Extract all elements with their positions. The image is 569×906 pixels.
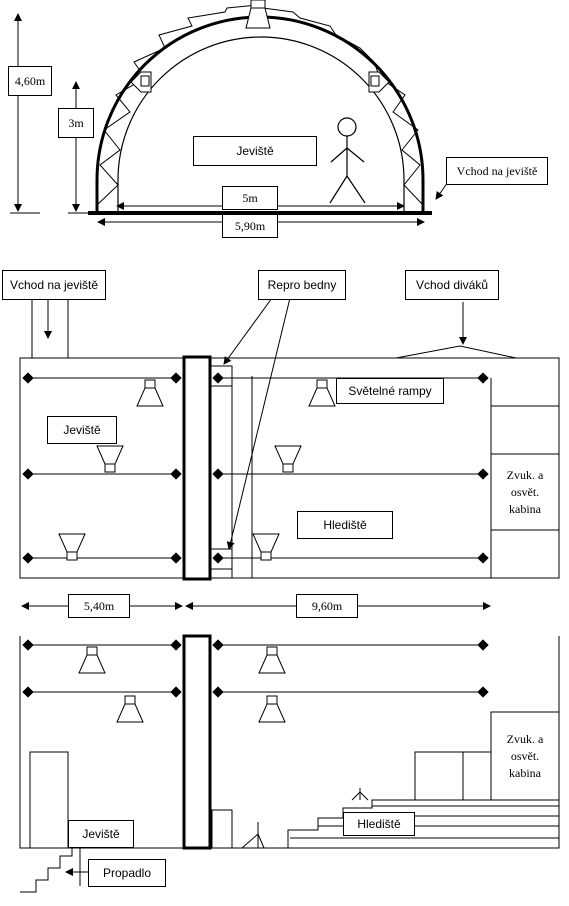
plan-view	[19, 297, 560, 610]
dim-outer-width: 5,90m	[222, 214, 278, 238]
dim-left: 5,40m	[68, 594, 130, 618]
dim-right: 9,60m	[296, 594, 358, 618]
section-trapdoor: Propadlo	[88, 859, 166, 887]
plan-audience-entrance: Vchod diváků	[405, 270, 499, 300]
plan-light-ramps: Světelné rampy	[336, 378, 444, 404]
section-proscenium	[182, 634, 212, 850]
proscenium-wall	[182, 355, 212, 581]
stick-figure	[329, 117, 366, 204]
elevation-stage-entrance: Vchod na jeviště	[446, 157, 548, 185]
plan-outline	[19, 357, 560, 579]
section-view	[19, 634, 560, 893]
plan-stage-entrance: Vchod na jeviště	[2, 270, 106, 300]
section-auditorium: Hlediště	[343, 812, 415, 836]
section-bar-nodes	[22, 639, 489, 698]
outer-arch	[95, 15, 425, 213]
dim-total-height: 4,60m	[8, 66, 52, 96]
section-stage-label: Jeviště	[68, 820, 134, 848]
section-lamps	[78, 646, 286, 723]
elevation-stage-label: Jeviště	[193, 136, 317, 166]
plan-stage-label: Jeviště	[47, 416, 117, 444]
plan-booth: Zvuk. a osvět. kabina	[506, 468, 544, 516]
truss	[96, 4, 424, 206]
dim-inner-width: 5m	[222, 186, 278, 210]
inner-arch	[117, 36, 405, 213]
plan-speakers: Repro bedny	[258, 270, 346, 300]
section-booth: Zvuk. a osvět. kabina	[506, 731, 544, 780]
plan-auditorium: Hlediště	[297, 511, 393, 539]
dim-inner-height: 3m	[58, 108, 94, 138]
